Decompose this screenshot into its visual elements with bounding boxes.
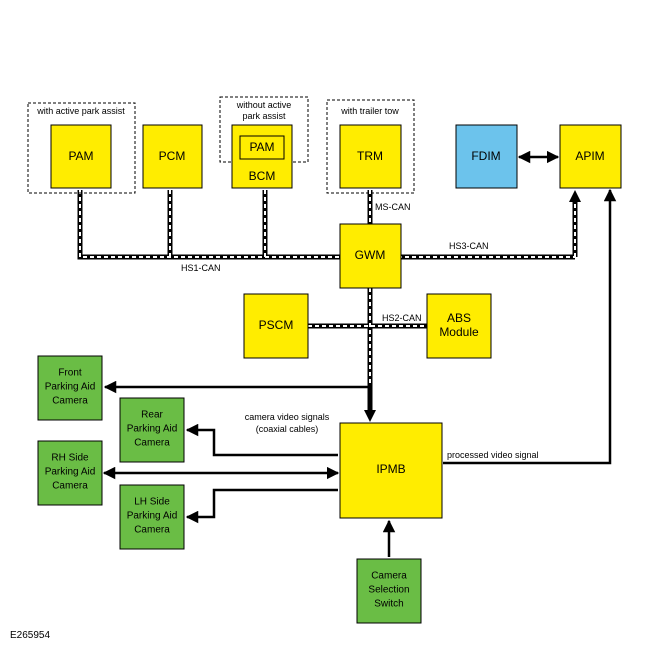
svg-text:GWM: GWM — [355, 248, 386, 262]
svg-text:Rear: Rear — [141, 410, 163, 421]
hs2-can-label: HS2-CAN — [382, 313, 422, 323]
svg-text:Parking Aid: Parking Aid — [45, 382, 96, 393]
svg-text:APIM: APIM — [575, 149, 604, 163]
hs1-can-bus — [77, 190, 578, 260]
rear-camera-wire — [185, 423, 338, 457]
bcm-inner-pam-label: PAM — [249, 140, 274, 154]
rh-side-parking-aid-camera[interactable]: RH Side Parking Aid Camera — [37, 440, 103, 506]
trm-module[interactable]: TRM — [339, 124, 402, 189]
svg-text:Switch: Switch — [374, 599, 403, 610]
svg-text:Selection: Selection — [368, 585, 409, 596]
without-active-label-line2: park assist — [242, 111, 286, 121]
camera-video-signals-label: camera video signals — [245, 412, 330, 422]
svg-text:Parking Aid: Parking Aid — [127, 424, 178, 435]
svg-text:IPMB: IPMB — [376, 462, 405, 476]
hs2-can-bus — [308, 288, 427, 412]
svg-text:Camera: Camera — [371, 571, 407, 582]
svg-text:FDIM: FDIM — [471, 149, 500, 163]
svg-text:Camera: Camera — [134, 525, 170, 536]
hs1-can-label: HS1-CAN — [181, 263, 221, 273]
svg-text:Camera: Camera — [52, 396, 88, 407]
ipmb-bus-arrowhead — [364, 410, 376, 422]
active-park-assist-option-box — [27, 102, 136, 194]
coaxial-cables-label: (coaxial cables) — [256, 424, 319, 434]
svg-text:BCM: BCM — [249, 169, 276, 183]
svg-text:ABS: ABS — [447, 311, 471, 325]
pam-module[interactable]: PAM — [50, 124, 112, 189]
processed-video-wire — [443, 188, 617, 465]
front-camera-wire — [103, 380, 372, 412]
svg-text:PAM: PAM — [68, 149, 93, 163]
fdim-module[interactable]: FDIM — [455, 124, 518, 189]
apim-module[interactable]: APIM — [559, 124, 622, 189]
bcm-module[interactable]: PAM BCM — [231, 124, 293, 189]
svg-text:LH Side: LH Side — [134, 497, 170, 508]
svg-text:Front: Front — [58, 368, 82, 379]
front-parking-aid-camera[interactable]: Front Parking Aid Camera — [37, 355, 103, 421]
hs3-arrowhead — [569, 190, 581, 202]
without-active-label-line1: without active — [236, 100, 292, 110]
active-park-assist-label: with active park assist — [36, 106, 125, 116]
svg-text:Camera: Camera — [52, 481, 88, 492]
figure-id: E265954 — [10, 630, 50, 641]
svg-text:Camera: Camera — [134, 438, 170, 449]
ms-can-label: MS-CAN — [375, 202, 411, 212]
rear-parking-aid-camera[interactable]: Rear Parking Aid Camera — [119, 397, 185, 463]
ipmb-module[interactable]: IPMB — [339, 422, 443, 519]
svg-text:Parking Aid: Parking Aid — [45, 467, 96, 478]
pcm-module[interactable]: PCM — [142, 124, 203, 189]
svg-text:PSCM: PSCM — [259, 318, 294, 332]
processed-video-label: processed video signal — [447, 450, 539, 460]
svg-text:Module: Module — [439, 325, 479, 339]
svg-text:PCM: PCM — [159, 149, 186, 163]
svg-text:TRM: TRM — [357, 149, 383, 163]
hs3-can-label: HS3-CAN — [449, 241, 489, 251]
lh-camera-wire — [185, 488, 338, 524]
pscm-module[interactable]: PSCM — [243, 293, 309, 359]
trailer-tow-label: with trailer tow — [340, 106, 399, 116]
bcm-inner-pam-box — [239, 135, 285, 160]
svg-text:RH Side: RH Side — [51, 453, 89, 464]
camera-selection-switch[interactable]: Camera Selection Switch — [356, 558, 422, 624]
abs-module[interactable]: ABS Module — [426, 293, 492, 359]
gwm-module[interactable]: GWM — [339, 223, 402, 289]
svg-text:Parking Aid: Parking Aid — [127, 511, 178, 522]
lh-side-parking-aid-camera[interactable]: LH Side Parking Aid Camera — [119, 484, 185, 550]
